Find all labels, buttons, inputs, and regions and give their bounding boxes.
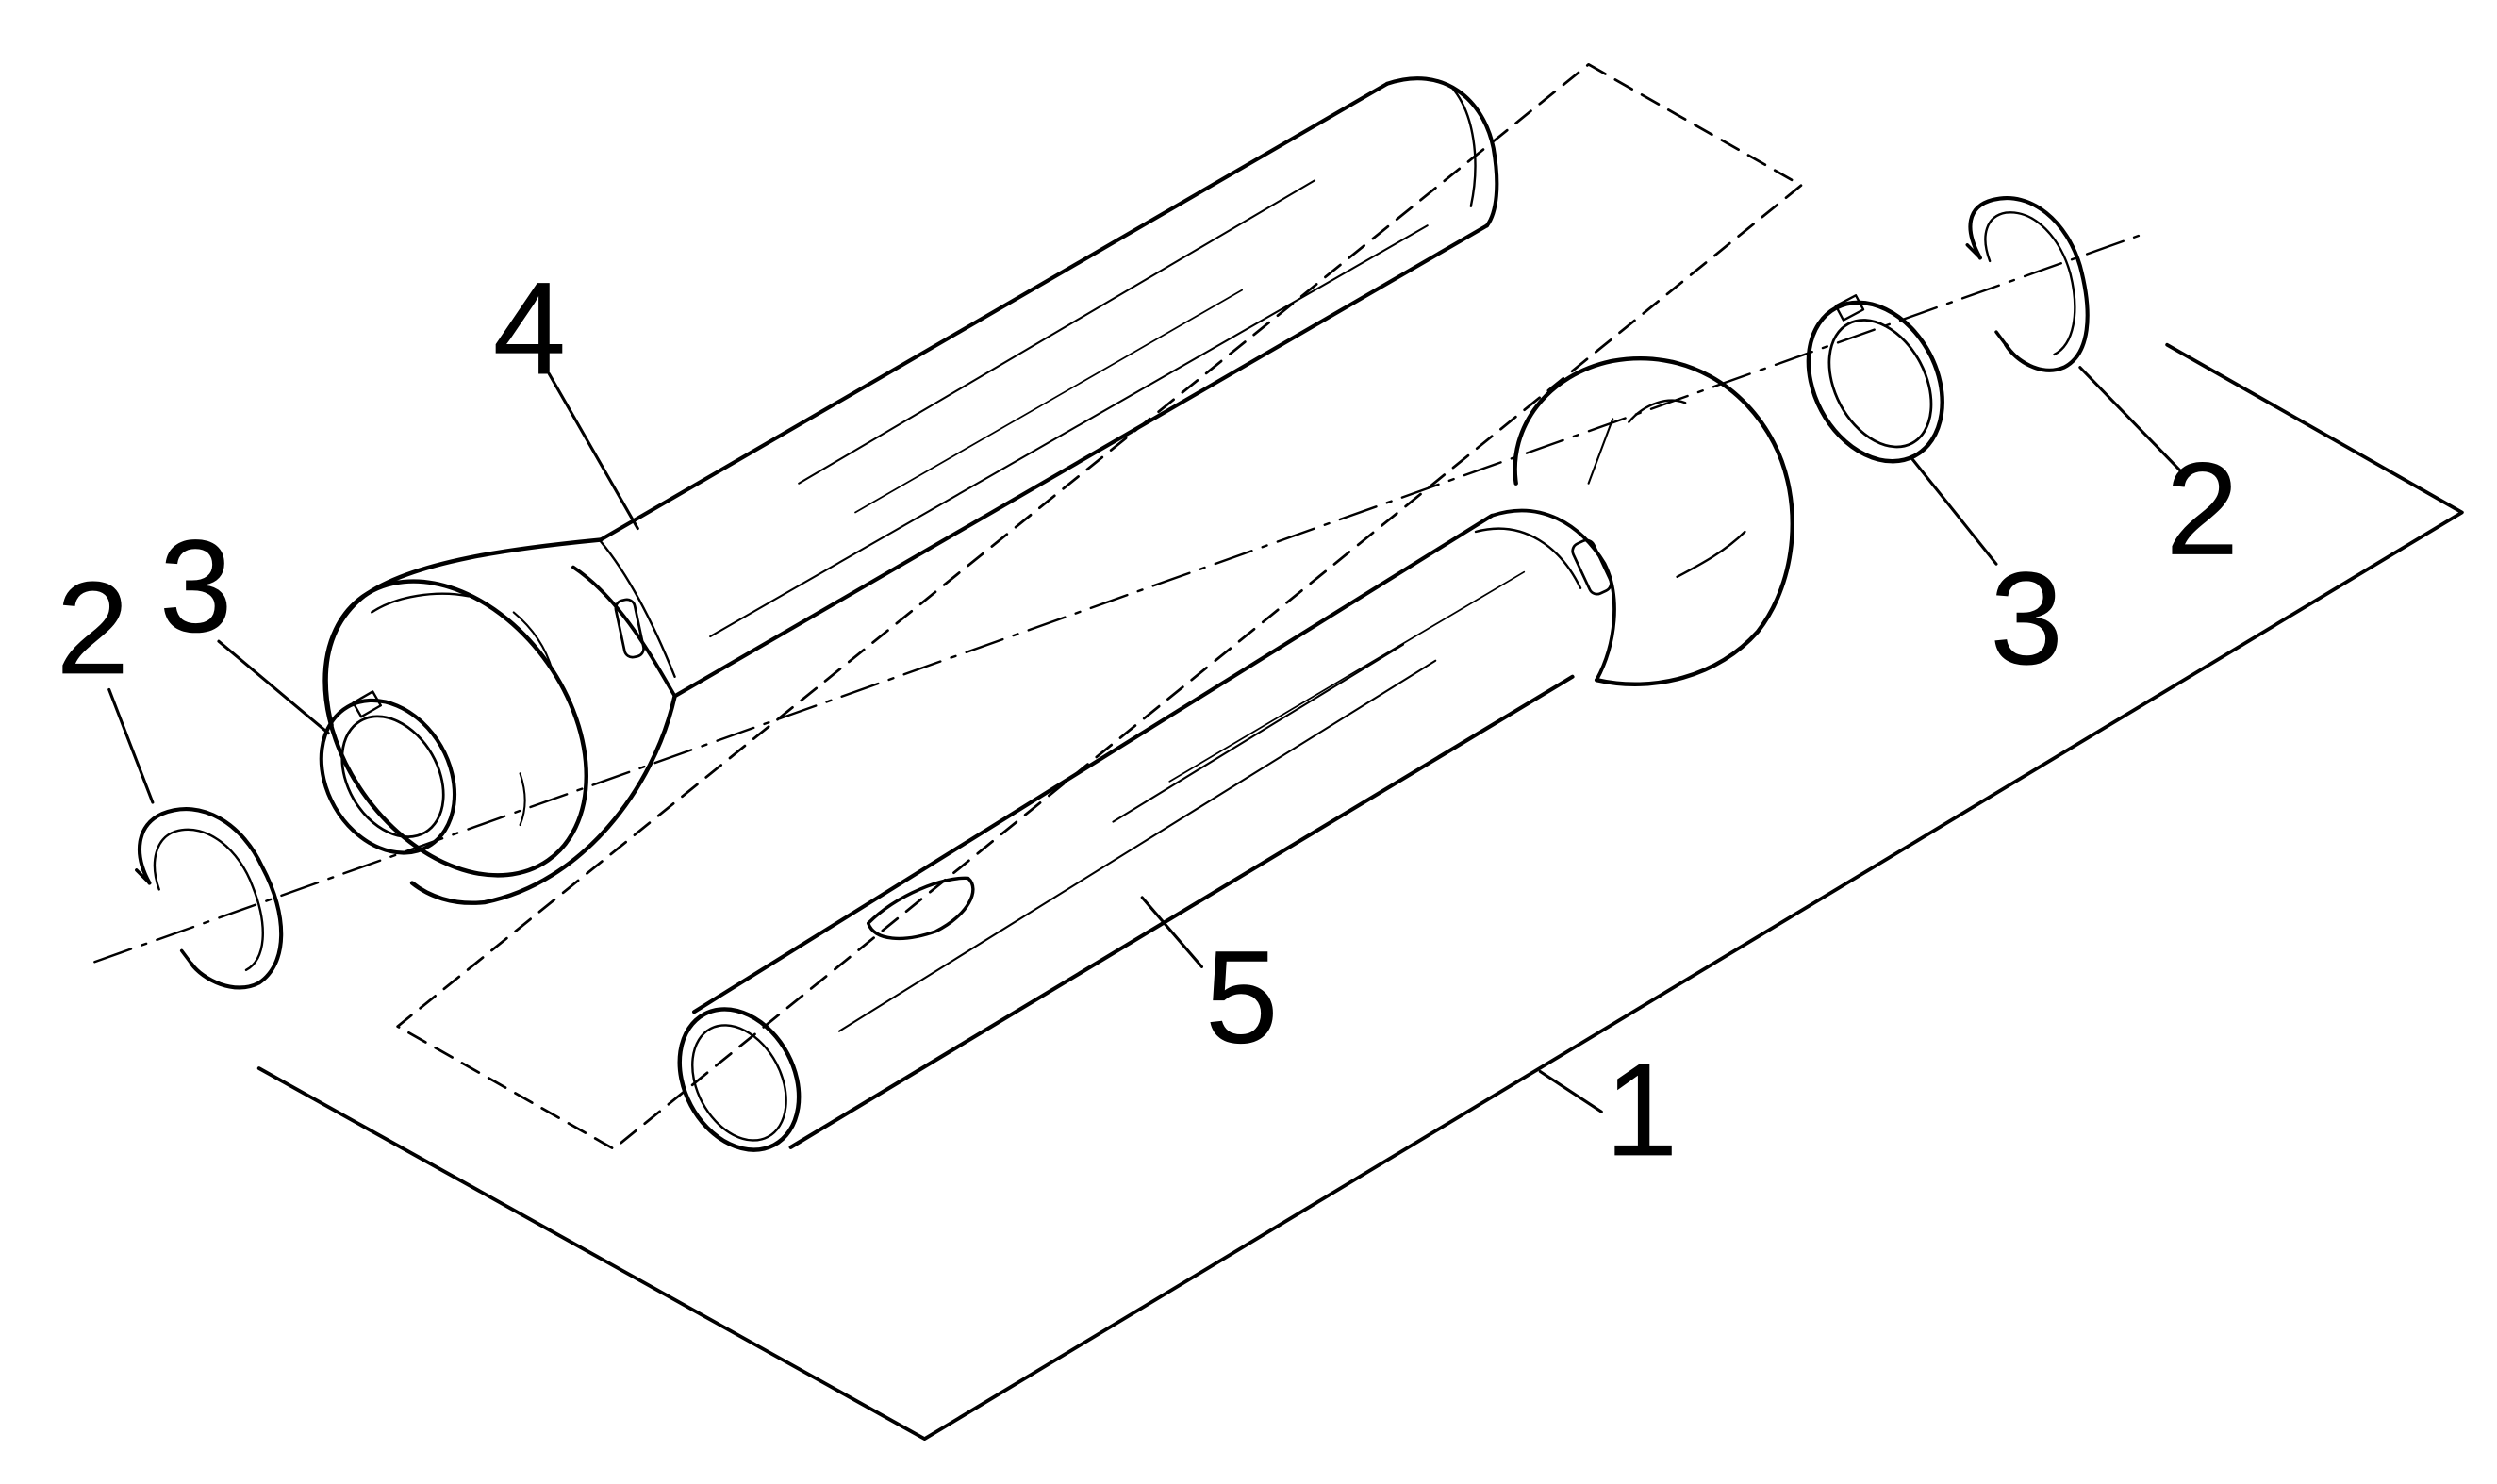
- assembly-bracket: [256, 342, 2464, 1442]
- callout-3-right: 3: [1990, 544, 2063, 692]
- bearing-ring-right: [1806, 294, 1944, 464]
- subassembly-dashed-boundary: [396, 62, 1803, 1150]
- callout-2-left: 2: [56, 553, 129, 701]
- callout-labels: 4 3 2 3 2 5 1: [56, 254, 2239, 1183]
- outer-shield-half: [319, 76, 1499, 905]
- callout-5: 5: [1205, 923, 1279, 1071]
- inner-shield-half: [677, 355, 1794, 1152]
- callout-1: 1: [1605, 1035, 1678, 1183]
- callout-4: 4: [492, 254, 566, 402]
- leader-lines: [107, 366, 2187, 1113]
- callout-3-left: 3: [159, 512, 233, 660]
- snap-ring-right: [1965, 196, 2090, 372]
- callout-2-right: 2: [2165, 435, 2239, 583]
- snap-ring-left: [135, 807, 284, 990]
